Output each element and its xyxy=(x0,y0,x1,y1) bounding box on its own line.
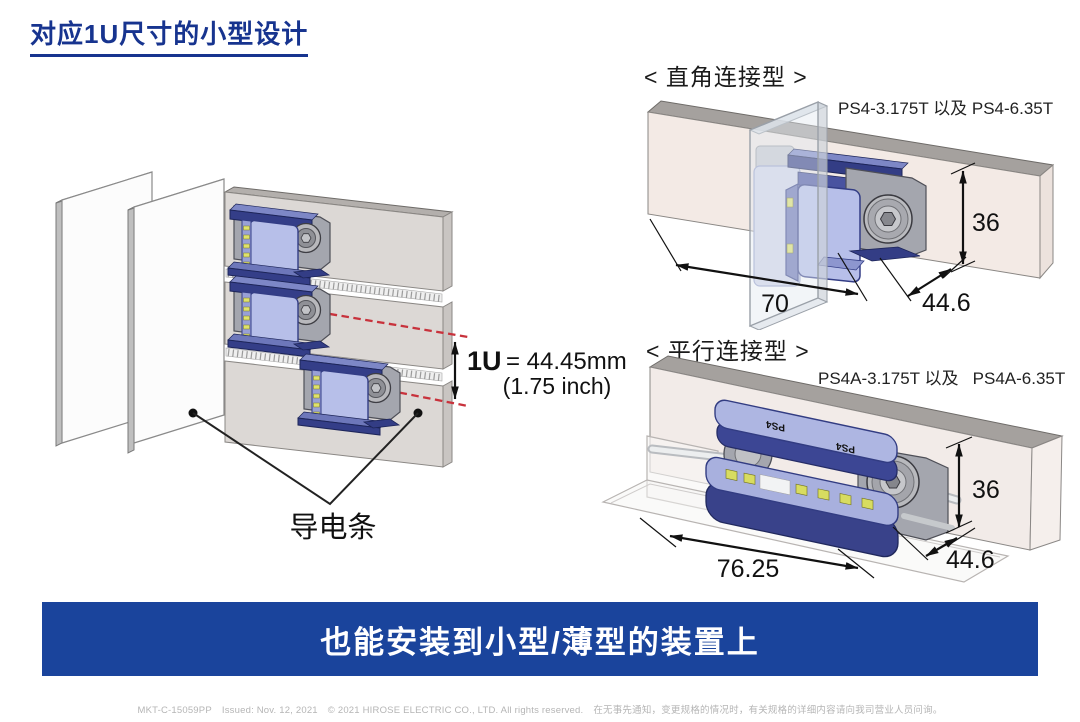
upper-connector-slab: PS4 PS4 xyxy=(714,399,898,482)
footer-notice: 在无事先通知，变更规格的情况时，有关规格的详细内容请向我司营业人员问询。 xyxy=(593,705,943,716)
svg-text:36: 36 xyxy=(972,476,1000,504)
dimension-44-6: 44.6 xyxy=(879,256,971,317)
right-angle-heading: < 直角连接型 > xyxy=(644,64,808,90)
dimension-36: 36 xyxy=(950,162,1000,273)
dashed-pitch-line-1 xyxy=(305,308,469,339)
page-title: 对应1U尺寸的小型设计 xyxy=(30,14,309,57)
dimension-70: 70 xyxy=(649,218,868,318)
footer-issued: Issued: Nov. 12, 2021 xyxy=(221,705,318,716)
bottom-banner: 也能安装到小型/薄型的装置上 xyxy=(42,602,1038,676)
connector-unit-3 xyxy=(297,353,401,436)
right-angle-diagram: 36 70 44.6 xyxy=(646,100,1055,330)
footer-copyright: © 2021 HIROSE ELECTRIC CO., LTD. All rig… xyxy=(327,705,584,716)
svg-text:36: 36 xyxy=(972,209,1000,237)
svg-text:44.6: 44.6 xyxy=(946,546,995,574)
dimension-36: 36 xyxy=(945,436,1000,534)
right-angle-models: PS4-3.175T 以及 PS4-6.35T xyxy=(838,99,1054,118)
banner-text: 也能安装到小型/薄型的装置上 xyxy=(320,624,760,660)
1u-value: = 44.45mm xyxy=(506,348,627,375)
1u-label: 1U xyxy=(467,346,502,376)
parallel-models: PS4A-3.175T 以及 PS4A-6.35T xyxy=(818,369,1066,388)
connector-unit-1 xyxy=(227,203,331,286)
dimension-76-25: 76.25 xyxy=(639,517,875,583)
screw-tip-rod xyxy=(901,513,955,531)
left-rack-diagram: 1U = 44.45mm (1.75 inch) 导电条 xyxy=(55,171,627,544)
footer-doc-no: MKT-C-15059PP xyxy=(137,705,212,716)
svg-text:PS4: PS4 xyxy=(766,418,785,433)
svg-text:76.25: 76.25 xyxy=(717,555,780,583)
connector-unit-2 xyxy=(227,275,331,358)
svg-text:PS4: PS4 xyxy=(836,440,855,455)
1u-inch: (1.75 inch) xyxy=(503,373,612,399)
dimension-44-6: 44.6 xyxy=(892,526,995,574)
svg-text:44.6: 44.6 xyxy=(922,289,971,317)
busbar-label: 导电条 xyxy=(289,511,376,544)
callout-lines xyxy=(192,412,419,506)
footer: MKT-C-15059PP Issued: Nov. 12, 2021 © 2021… xyxy=(0,702,1080,716)
parallel-diagram: PS4 PS4 76.25 36 xyxy=(601,355,1064,583)
vertical-board-2 xyxy=(127,178,225,454)
svg-text:70: 70 xyxy=(761,290,789,318)
